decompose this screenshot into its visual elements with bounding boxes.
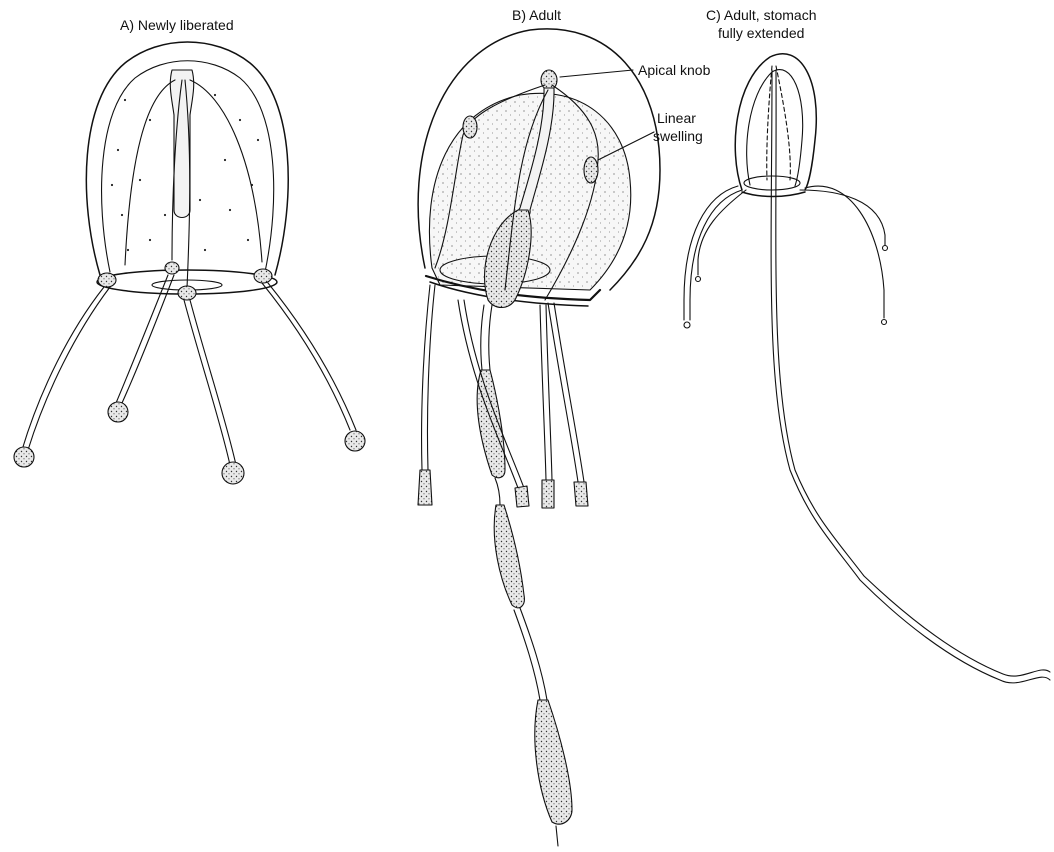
panel-c-adult-stomach-extended: C) Adult, stomach fully extended <box>684 7 1050 683</box>
panel-a-tentacle-bulb-4 <box>254 269 272 283</box>
panel-a-tentacle-tip-1 <box>14 447 34 467</box>
panel-b-tentacle-cnidocyst-3 <box>542 480 554 508</box>
panel-a-radial-canal-left <box>125 80 175 265</box>
panel-b-tentacle-cnidocyst-1 <box>418 470 432 505</box>
panel-b-linear-swelling-2 <box>584 157 598 183</box>
panel-b-extended-manubrium <box>477 305 572 846</box>
panel-c-tentacle-tip-3 <box>883 246 888 251</box>
panel-b-tentacle-cnidocyst-4 <box>574 482 588 506</box>
panel-b-linear-swelling-1 <box>463 116 477 138</box>
panel-c-tentacle-tip-2 <box>696 277 701 282</box>
panel-b-title: B) Adult <box>512 7 561 23</box>
panel-b-apical-knob-leader <box>560 70 633 77</box>
panel-c-tentacles <box>684 186 888 328</box>
panel-c-title-line1: C) Adult, stomach <box>706 7 817 23</box>
panel-c-tentacle-tip-1 <box>684 300 690 320</box>
panel-a-tentacle-tip-3 <box>222 462 244 484</box>
panel-a-tentacle-bulb-2 <box>165 262 179 274</box>
panel-c-bell-inner <box>747 70 803 186</box>
panel-c-velum <box>744 176 800 190</box>
panel-a-tentacle-tip-2 <box>108 402 128 422</box>
panel-a-tentacles <box>14 275 365 484</box>
panel-a-title: A) Newly liberated <box>120 17 234 33</box>
panel-c-tentacle-tip-4 <box>882 320 887 325</box>
panel-a-tentacle-bulb-3 <box>178 286 196 300</box>
panel-b-tentacle-cnidocyst-2 <box>515 486 529 507</box>
panel-a-newly-liberated: A) Newly liberated <box>14 17 365 484</box>
panel-b-label-apical-knob: Apical knob <box>638 62 711 78</box>
panel-b-label-swelling: swelling <box>653 128 703 144</box>
panel-c-title-line2: fully extended <box>718 25 804 41</box>
panel-b-label-linear: Linear <box>657 110 696 126</box>
panel-a-tentacle-bulb-1 <box>98 273 116 287</box>
panel-b-adult: B) Adult Apical knob Linear swelling <box>418 7 711 846</box>
panel-a-tentacle-tip-4 <box>345 431 365 451</box>
panel-a-radial-canal-right <box>190 80 262 262</box>
